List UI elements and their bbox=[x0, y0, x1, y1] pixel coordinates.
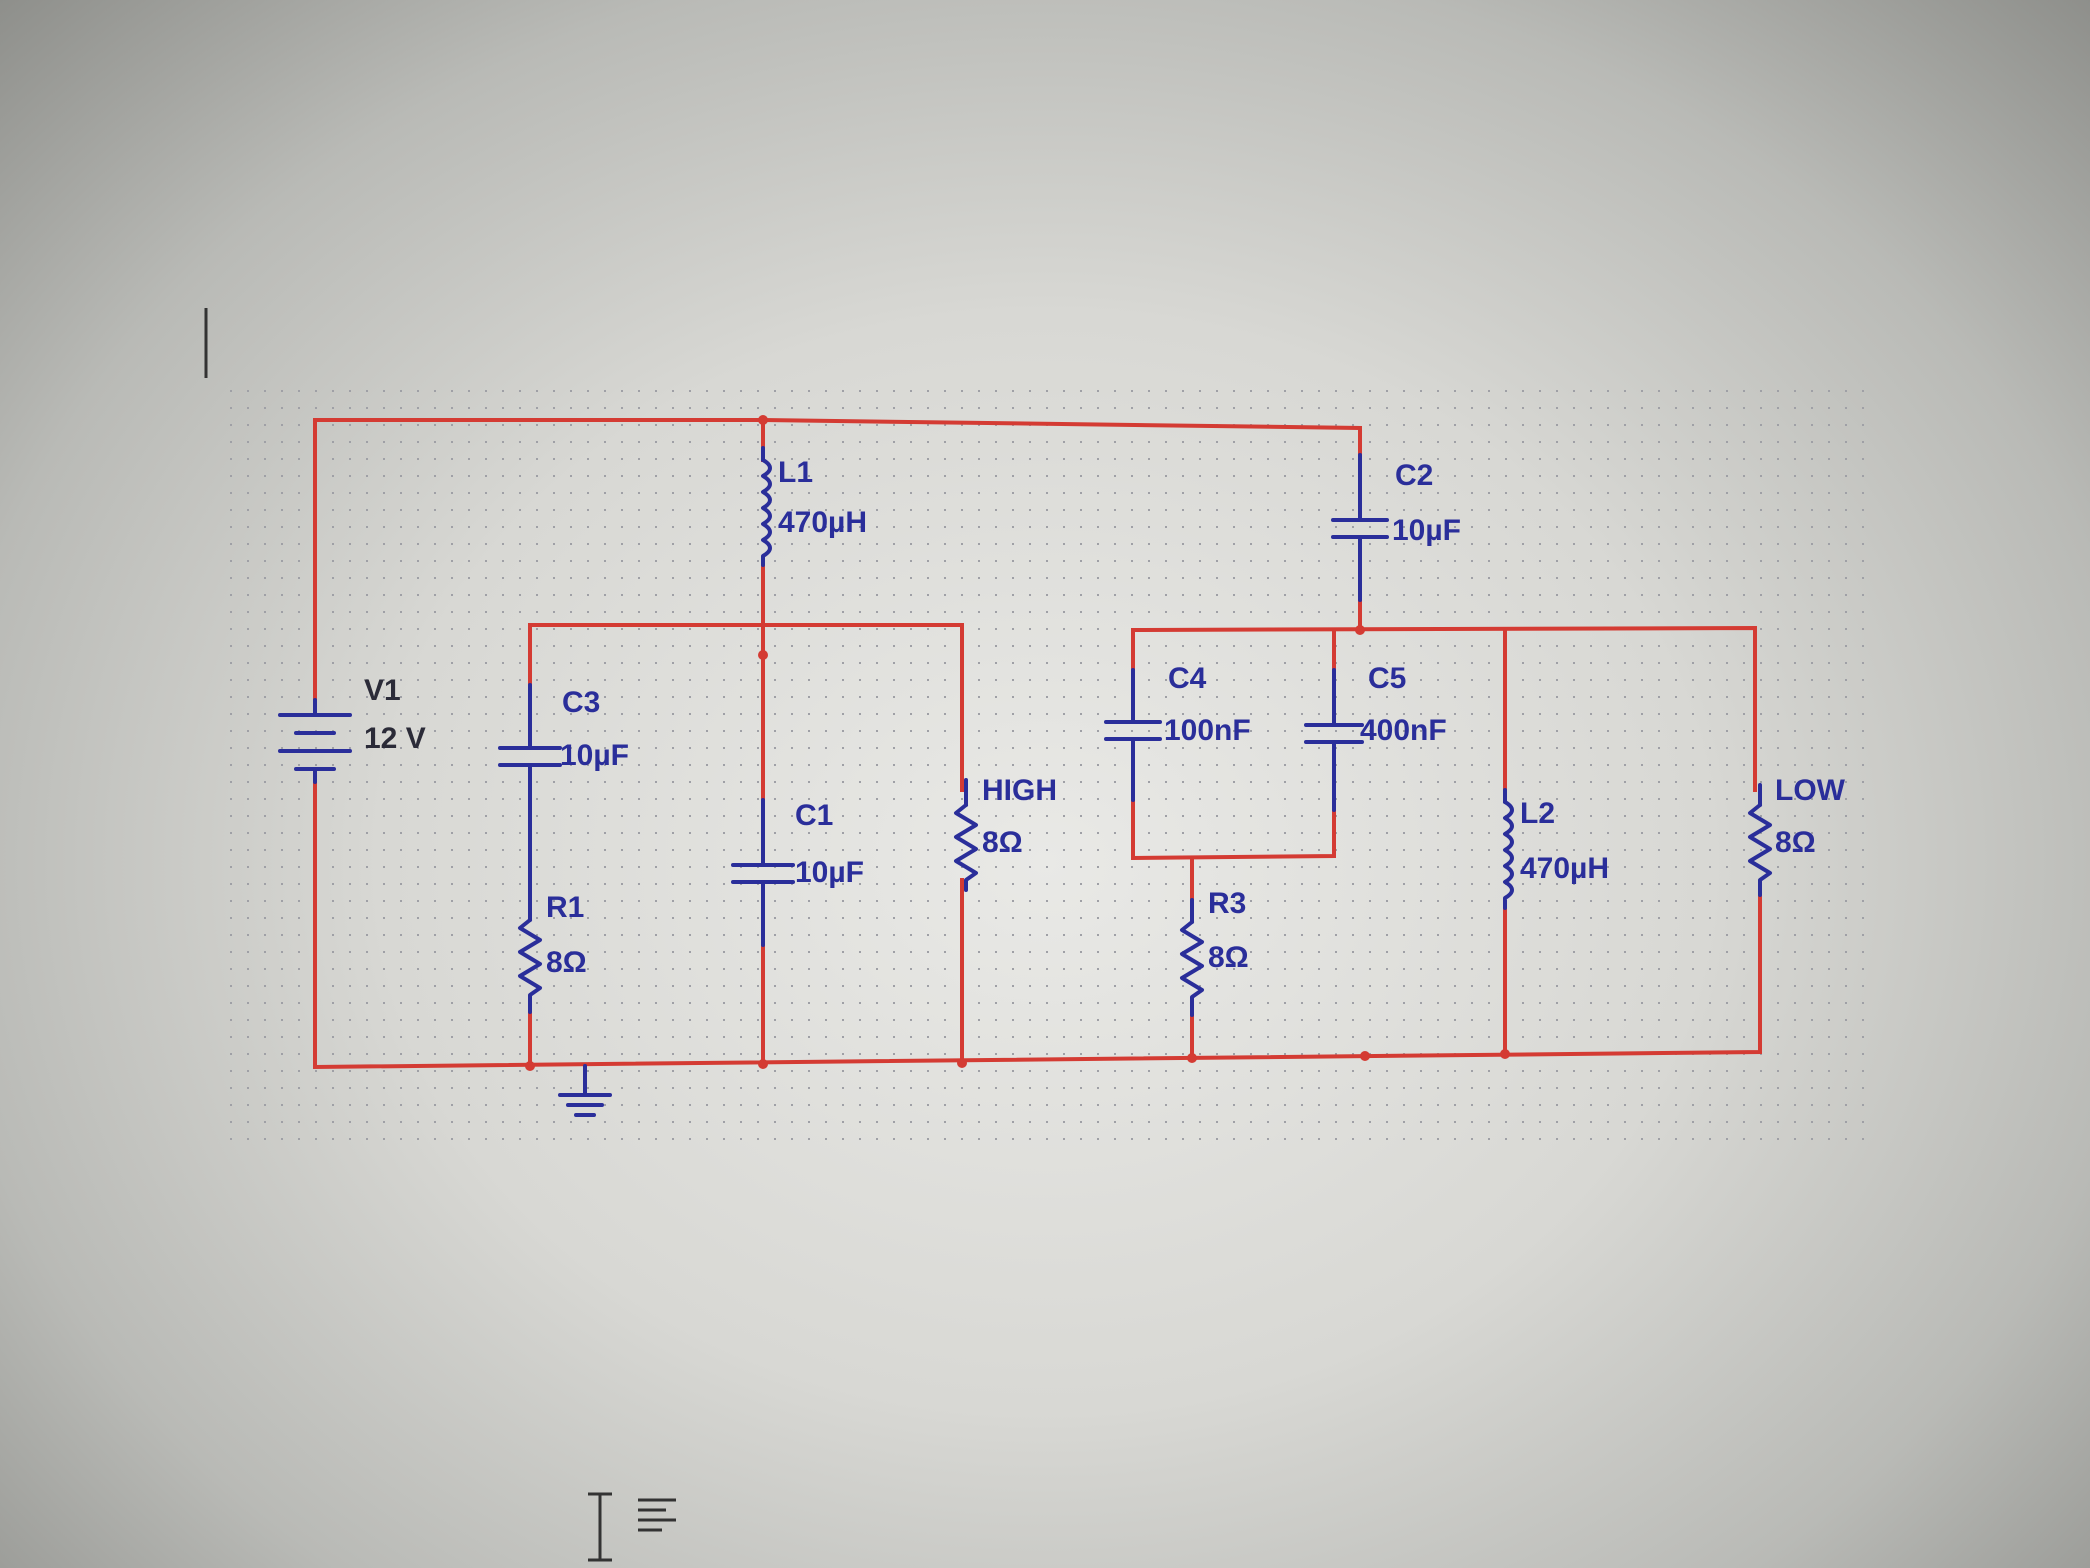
junction-dot bbox=[758, 415, 768, 425]
c5-name: C5 bbox=[1368, 662, 1406, 695]
align-left-icon bbox=[638, 1498, 676, 1532]
c3-name: C3 bbox=[562, 686, 600, 719]
r3-value: 8Ω bbox=[1208, 941, 1249, 974]
junction-dot bbox=[758, 1059, 768, 1069]
r3-name: R3 bbox=[1208, 887, 1246, 920]
capacitor-c2[interactable]: C2 10µF bbox=[1331, 453, 1461, 602]
c4-name: C4 bbox=[1168, 662, 1207, 695]
resistor-low[interactable]: LOW 8Ω bbox=[1748, 774, 1846, 897]
capacitor-c4[interactable]: C4 100nF bbox=[1104, 662, 1251, 802]
wire-mid-rail-right bbox=[1131, 625, 1757, 792]
capacitor-c1[interactable]: C1 10µF bbox=[731, 798, 864, 947]
junction-dot bbox=[1360, 1051, 1370, 1061]
low-name: LOW bbox=[1775, 774, 1846, 807]
c4-value: 100nF bbox=[1164, 714, 1251, 747]
high-value: 8Ω bbox=[982, 826, 1023, 859]
l2-name: L2 bbox=[1520, 797, 1555, 830]
c1-value: 10µF bbox=[795, 856, 864, 889]
r1-name: R1 bbox=[546, 891, 584, 924]
l2-value: 470µH bbox=[1520, 852, 1609, 885]
junction-dot bbox=[1187, 1053, 1197, 1063]
inductor-l2[interactable]: L2 470µH bbox=[1503, 788, 1609, 910]
battery-v1[interactable]: V1 12 V bbox=[278, 674, 426, 784]
resistor-high[interactable]: HIGH 8Ω bbox=[954, 774, 1057, 892]
ground-icon bbox=[558, 1064, 612, 1117]
wire-v1-bottom bbox=[313, 778, 1762, 1070]
schematic-grid bbox=[230, 390, 1864, 1140]
text-cursor-icon bbox=[588, 1492, 612, 1562]
wire-c4-c5-bottom bbox=[1131, 778, 1336, 861]
capacitor-c5[interactable]: C5 400nF bbox=[1304, 662, 1447, 812]
c2-value: 10µF bbox=[1392, 514, 1461, 547]
junction-dot bbox=[1500, 1049, 1510, 1059]
c5-value: 400nF bbox=[1360, 714, 1447, 747]
resistor-r3[interactable]: R3 8Ω bbox=[1180, 887, 1249, 1017]
resistor-r1[interactable]: R1 8Ω bbox=[518, 888, 587, 1014]
low-value: 8Ω bbox=[1775, 826, 1816, 859]
junction-dot bbox=[525, 1061, 535, 1071]
c2-name: C2 bbox=[1395, 459, 1433, 492]
high-name: HIGH bbox=[982, 774, 1057, 807]
c1-name: C1 bbox=[795, 799, 833, 832]
junction-dot bbox=[957, 1058, 967, 1068]
wire-mid-rail-left bbox=[528, 623, 964, 792]
v1-name: V1 bbox=[364, 674, 401, 707]
v1-value: 12 V bbox=[364, 722, 426, 755]
c3-value: 10µF bbox=[560, 739, 629, 772]
l1-name: L1 bbox=[778, 456, 813, 489]
l1-value: 470µH bbox=[778, 506, 867, 539]
junction-dot bbox=[1355, 625, 1365, 635]
capacitor-c3[interactable]: C3 10µF bbox=[498, 683, 629, 892]
inductor-l1[interactable]: L1 470µH bbox=[761, 446, 867, 567]
r1-value: 8Ω bbox=[546, 946, 587, 979]
junction-dot bbox=[758, 650, 768, 660]
